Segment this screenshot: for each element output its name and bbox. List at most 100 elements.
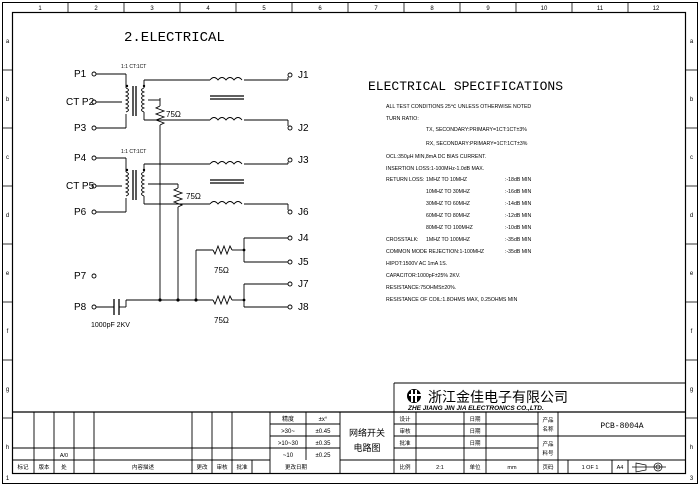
pin-j4-label: J4: [298, 233, 309, 244]
return-loss-range: 10MHZ TO 30MHZ: [426, 189, 470, 195]
top-zone-12: 12: [653, 6, 660, 12]
left-zone-d: d: [6, 213, 9, 219]
right-zone-a: a: [690, 39, 694, 45]
spec-line: TURN RATIO:: [386, 116, 419, 122]
right-zone-f: f: [691, 329, 693, 335]
revision-mark: A/0: [60, 453, 68, 459]
section-title: 2.ELECTRICAL: [124, 30, 225, 46]
return-loss-value: :-10dB MIN: [505, 225, 531, 231]
top-zone-9: 9: [486, 6, 490, 12]
company-logo: [407, 389, 421, 403]
left-zone-c: c: [6, 155, 9, 161]
crosstalk-label: CROSSTALK:: [386, 237, 418, 243]
schematic: [91, 71, 293, 315]
pin-p8-label: P8: [74, 302, 87, 313]
top-zone-2: 2: [94, 6, 98, 12]
right-zone-g: g: [690, 387, 693, 393]
resistor-j45-label: 75Ω: [214, 266, 229, 275]
size-value: A4: [617, 465, 624, 471]
return-loss-value: :-12dB MIN: [505, 213, 531, 219]
top-zone-10: 10: [541, 6, 548, 12]
tolerance-header: 精度: [282, 415, 294, 423]
resistor-j78-label: 75Ω: [214, 316, 229, 325]
left-zone-f: f: [7, 329, 9, 335]
label-product-name-2: 名称: [542, 425, 554, 433]
pin-j1-label: J1: [298, 70, 309, 81]
return-loss-range: 60MHZ TO 80MHZ: [426, 213, 470, 219]
pin-p4-label: P4: [74, 153, 87, 164]
bottom-right-mark: 3: [690, 476, 694, 482]
top-zone-5: 5: [262, 6, 266, 12]
label-date-3: 日期: [469, 440, 481, 447]
pin-p1-label: P1: [74, 69, 87, 80]
label-unit: 单位: [469, 463, 481, 471]
return-loss-value: :-16dB MIN: [505, 189, 531, 195]
right-zone-d: d: [690, 213, 693, 219]
pin-j7-label: J7: [298, 279, 309, 290]
pin-j8-label: J8: [298, 302, 309, 313]
ratio-bottom-label: 1:1 CT:1CT: [121, 149, 146, 155]
rev-header-approve: 批准: [236, 463, 248, 471]
label-review: 审核: [399, 427, 411, 435]
label-product-no-1: 产品: [542, 440, 554, 448]
resistor-mid-label: 75Ω: [186, 192, 201, 201]
pin-j2-label: J2: [298, 123, 309, 134]
specs-title: ELECTRICAL SPECIFICATIONS: [368, 79, 563, 94]
label-product-name-1: 产品: [542, 416, 554, 424]
spec-line: OCL:350μH MIN,8mA DC BIAS CURRENT.: [386, 154, 486, 160]
bottom-left-mark: 1: [6, 476, 10, 482]
tolerance-range: >30~: [281, 429, 295, 435]
rev-header-date: 更改日期: [285, 463, 308, 471]
crosstalk-range: 1MHZ TO 100MHZ: [426, 237, 470, 243]
capacitor-label: 1000pF 2KV: [91, 322, 130, 329]
junction-dots: [158, 248, 246, 302]
top-zone-6: 6: [318, 6, 322, 12]
return-loss-value: :-14dB MIN: [505, 201, 531, 207]
pin-j6-label: J6: [298, 207, 309, 218]
left-zone-e: e: [6, 271, 10, 277]
tolerance-value: ±0.25: [316, 453, 332, 459]
label-date-2: 日期: [469, 428, 481, 435]
top-zone-marks: [67, 2, 629, 13]
label-design: 设计: [399, 415, 411, 423]
company-name-en: ZHE JIANG JIN JIA ELECTRONICS CO.,LTD.: [407, 405, 544, 412]
left-zone-h: h: [6, 445, 9, 451]
left-zone-a: a: [6, 39, 10, 45]
page-value: 1 OF 1: [582, 465, 599, 471]
pin-j3-label: J3: [298, 155, 309, 166]
pin-p6-label: P6: [74, 207, 87, 218]
right-zone-b: b: [690, 97, 694, 103]
return-loss-range: 1MHZ TO 10MHZ: [426, 177, 467, 183]
right-zone-h: h: [690, 445, 693, 451]
tolerance-range: ~10: [283, 453, 294, 459]
spec-line: RX, SECONDARY:PRIMARY=1CT:1CT±3%: [426, 141, 528, 147]
specs-block: ALL TEST CONDITIONS 25℃ UNLESS OTHERWISE…: [386, 104, 531, 303]
part-number: PCB-8004A: [600, 422, 643, 431]
scale-value: 2:1: [436, 465, 444, 471]
spec-line: RESISTANCE OF COIL:1.8OHMS MAX, 0.25OHMS…: [386, 297, 518, 303]
pin-p3-label: P3: [74, 123, 87, 134]
pin-p5-label: CT P5: [66, 181, 95, 192]
right-zone-e: e: [690, 271, 694, 277]
return-loss-range: 80MHZ TO 100MHZ: [426, 225, 473, 231]
title-block: [12, 382, 686, 473]
pin-p7-label: P7: [74, 271, 87, 282]
frame: [2, 2, 698, 484]
top-zone-8: 8: [430, 6, 434, 12]
right-zone-c: c: [690, 155, 693, 161]
company-name-cn: 浙江金佳电子有限公司: [428, 389, 568, 405]
return-loss-label: RETURN LOSS:: [386, 177, 424, 183]
spec-line: RESISTANCE:75OHMS±20%.: [386, 285, 456, 291]
top-zone-11: 11: [597, 6, 604, 12]
return-loss-value: :-18dB MIN: [505, 177, 531, 183]
label-date-1: 日期: [469, 416, 481, 423]
side-zone-marks: [2, 69, 698, 419]
spec-line: ALL TEST CONDITIONS 25℃ UNLESS OTHERWISE…: [386, 104, 531, 110]
label-page: 页码: [542, 463, 554, 471]
label-product-no-2: 料号: [542, 449, 554, 457]
top-zone-3: 3: [150, 6, 154, 12]
rev-header-version: 版本: [38, 463, 50, 471]
label-scale: 比例: [399, 463, 411, 471]
